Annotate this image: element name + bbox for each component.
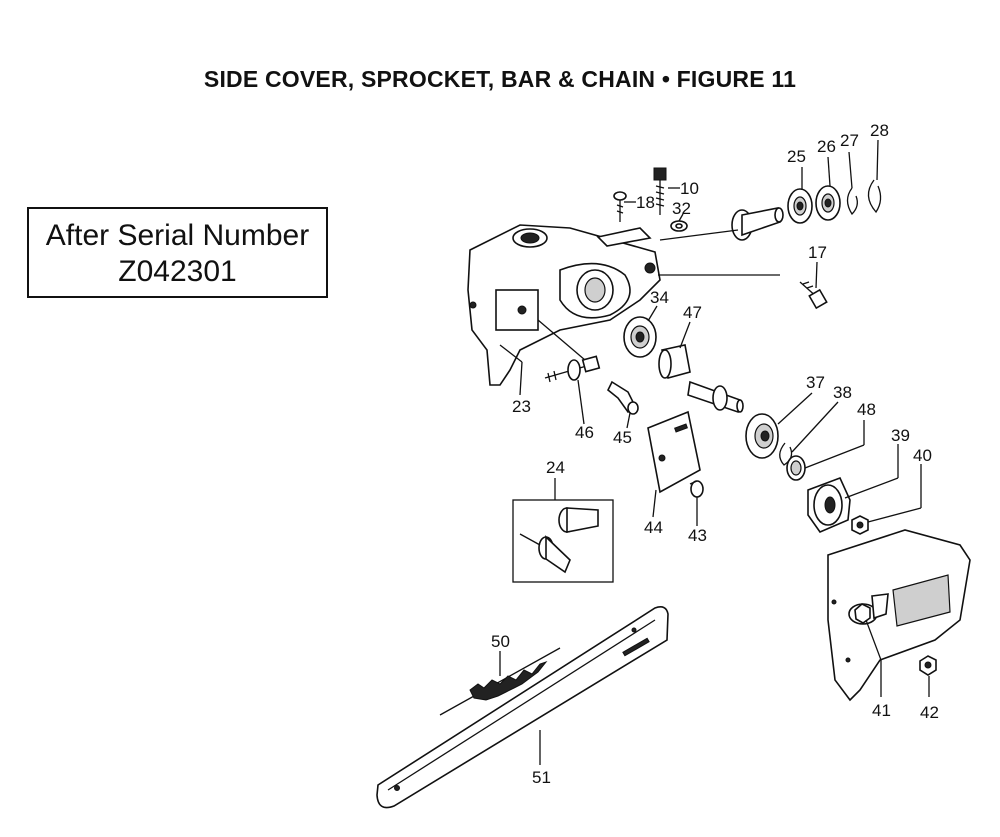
side-cover-41-part <box>827 529 971 702</box>
saw-chain-50-part <box>439 647 561 716</box>
bushing-47-part <box>658 344 691 379</box>
drive-shaft-part <box>687 380 744 414</box>
nut-40-part <box>851 515 869 535</box>
part-label-10: 10 <box>680 179 699 198</box>
part-label-42: 42 <box>920 703 939 722</box>
part-label-41: 41 <box>872 701 891 720</box>
kit-24-box <box>512 499 614 583</box>
part-label-17: 17 <box>808 243 827 262</box>
part-label-40: 40 <box>913 446 932 465</box>
bar-plate-44-part <box>647 410 701 494</box>
bearing-34-part <box>623 316 657 358</box>
serial-note-line2: Z042301 <box>118 255 237 288</box>
part-label-18: 18 <box>636 193 655 212</box>
guide-bar-51-part <box>376 606 669 809</box>
bearing-26-part <box>815 185 841 221</box>
bearing-25-part <box>787 188 813 224</box>
part-label-32: 32 <box>672 199 691 218</box>
page-title: SIDE COVER, SPROCKET, BAR & CHAIN • FIGU… <box>203 66 797 92</box>
screw-18-part <box>613 191 627 222</box>
part-label-47: 47 <box>683 303 702 322</box>
bushing-48-part <box>786 455 806 481</box>
part-label-45: 45 <box>613 428 632 447</box>
gear-37-part <box>745 413 779 459</box>
stud-45-part <box>606 380 639 415</box>
gear-housing-part <box>467 224 661 386</box>
leader-lines <box>499 139 930 765</box>
washer-32-part <box>670 220 688 232</box>
part-label-50: 50 <box>491 632 510 651</box>
serial-number-note: After Serial Number Z042301 <box>27 207 328 298</box>
snap-ring-28-part <box>867 179 882 214</box>
part-label-23: 23 <box>512 397 531 416</box>
part-label-34: 34 <box>650 288 669 307</box>
part-label-48: 48 <box>857 400 876 419</box>
sprocket-39-part <box>807 476 851 533</box>
part-label-43: 43 <box>688 526 707 545</box>
bolt-10-part <box>653 167 667 215</box>
part-label-51: 51 <box>532 768 551 787</box>
part-label-44: 44 <box>644 518 663 537</box>
part-label-25: 25 <box>787 147 806 166</box>
part-label-38: 38 <box>833 383 852 402</box>
part-label-39: 39 <box>891 426 910 445</box>
part-label-37: 37 <box>806 373 825 392</box>
stud-43-part <box>689 480 704 498</box>
part-label-24: 24 <box>546 458 565 477</box>
nut-42-part <box>919 655 937 676</box>
spindle-part <box>731 207 784 241</box>
bolt-17-part <box>799 281 828 310</box>
bolt-46-part <box>544 355 601 383</box>
ring-38-part <box>779 442 793 466</box>
snap-ring-27-part <box>846 187 858 216</box>
part-label-27: 27 <box>840 131 859 150</box>
part-number-labels: 10 18 32 25 26 27 28 17 34 47 37 38 48 3… <box>491 121 939 787</box>
part-label-28: 28 <box>870 121 889 140</box>
serial-note-line1: After Serial Number <box>45 219 310 252</box>
part-label-46: 46 <box>575 423 594 442</box>
part-label-26: 26 <box>817 137 836 156</box>
